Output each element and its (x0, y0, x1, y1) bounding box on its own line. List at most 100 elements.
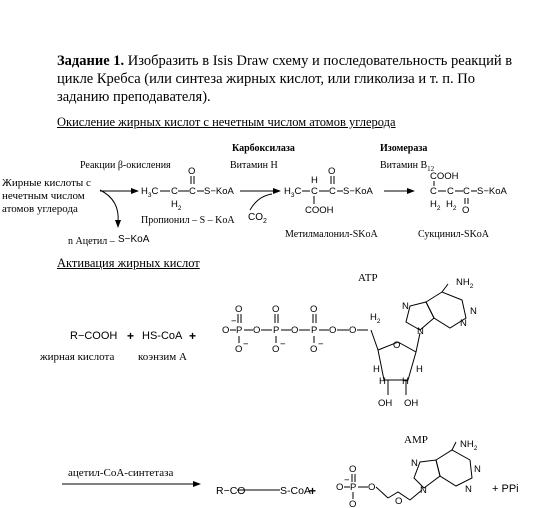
svg-text:H2: H2 (430, 199, 441, 212)
acetyl-label: n Ацетил – (68, 236, 115, 247)
svg-text:OH: OH (404, 398, 418, 409)
svg-text:C: C (463, 186, 470, 197)
svg-text:C: C (171, 186, 178, 197)
plus-sign-2: + (189, 329, 197, 343)
svg-text:C: C (430, 186, 437, 197)
svg-text:S−KoA: S−KoA (204, 186, 235, 197)
section-heading-activation: Активация жирных кислот (57, 256, 200, 270)
acetyl-skoa: S−KoA (118, 234, 150, 245)
atp-structure: O − P O O − O P O O − O P O O − O O H2 (222, 277, 477, 409)
svg-text:H2: H2 (370, 312, 381, 325)
svg-text:N: N (460, 318, 467, 329)
plus-sign-3: + (309, 484, 317, 498)
svg-text:O: O (310, 304, 317, 315)
svg-text:H2: H2 (446, 199, 457, 212)
synthetase-label: ацетил-СоА-синтетаза (68, 467, 174, 479)
scoa-formula: S-CoA (280, 485, 311, 497)
svg-text:O: O (328, 166, 335, 177)
svg-text:O: O (368, 482, 375, 493)
svg-text:P: P (236, 325, 242, 336)
svg-text:C: C (329, 186, 336, 197)
hscoa-formula: HS-CoA (142, 330, 183, 342)
svg-text:−: − (318, 339, 324, 350)
svg-text:H: H (379, 376, 386, 387)
svg-text:N: N (420, 485, 427, 496)
task-text: Изобразить в Isis Draw схему и последова… (57, 53, 513, 105)
svg-text:−: − (231, 316, 237, 327)
methylmalonyl-label: Метилмалонил-SKoA (285, 229, 378, 240)
section-heading-oxidation: Окисление жирных кислот с нечетным число… (57, 115, 396, 129)
task-paragraph: Задание 1. Изобразить в Isis Draw схему … (57, 52, 517, 106)
svg-text:O: O (393, 340, 400, 351)
svg-text:O: O (395, 496, 402, 507)
svg-text:P: P (350, 482, 356, 493)
propionyl-structure: H3C C H2 C O S−KoA (141, 166, 235, 212)
amp-label: AMP (404, 434, 428, 446)
svg-text:S−KoA: S−KoA (343, 186, 374, 197)
plus-sign-1: + (127, 329, 135, 343)
svg-text:C: C (311, 186, 318, 197)
beta-oxidation-arrow (99, 189, 119, 223)
svg-text:O: O (329, 325, 336, 336)
svg-text:H3C: H3C (284, 186, 302, 199)
arrow-head-2 (273, 188, 281, 194)
succinyl-structure: COOH C C C H2 H2 O S−KoA (430, 171, 508, 216)
co2-arrow (249, 193, 273, 211)
svg-text:O: O (462, 205, 469, 216)
svg-text:H3C: H3C (141, 186, 159, 199)
svg-text:N: N (411, 458, 418, 469)
svg-text:−: − (280, 339, 286, 350)
svg-text:O: O (291, 325, 298, 336)
rcooh-formula: R−COOH (70, 330, 118, 342)
svg-text:O: O (310, 344, 317, 355)
arrow-head-1 (131, 188, 139, 194)
beta-oxidation-label: Реакции β-окисления (80, 160, 171, 171)
succinyl-label: Сукцинил-SKoA (418, 229, 490, 240)
svg-text:H: H (311, 175, 318, 186)
svg-text:O: O (272, 344, 279, 355)
co2-label: CO2 (248, 212, 267, 225)
task-label: Задание 1. (57, 53, 125, 69)
vitamin-b12-label: Витамин B12 (380, 160, 435, 173)
atp-label: ATP (358, 272, 378, 284)
svg-text:H: H (373, 364, 380, 375)
svg-text:COOH: COOH (430, 171, 459, 182)
svg-text:C: C (447, 186, 454, 197)
enzyme-carboxylase: Карбоксилаза (232, 143, 295, 154)
svg-text:−: − (344, 475, 350, 486)
svg-text:O: O (349, 325, 356, 336)
svg-text:OH: OH (378, 398, 392, 409)
arrow-head-4 (193, 481, 201, 487)
svg-text:S−KoA: S−KoA (477, 186, 508, 197)
svg-text:O: O (222, 325, 229, 336)
svg-text:O: O (235, 344, 242, 355)
svg-text:O: O (235, 304, 242, 315)
svg-text:NH2: NH2 (456, 277, 474, 290)
svg-text:O: O (253, 325, 260, 336)
vitamin-h-label: Витамин Н (230, 160, 278, 171)
svg-text:−: − (243, 339, 249, 350)
svg-text:O: O (272, 304, 279, 315)
ppi-label: + PPi (492, 483, 519, 495)
svg-text:N: N (402, 301, 409, 312)
svg-text:O: O (349, 464, 356, 475)
svg-text:P: P (273, 325, 279, 336)
fatty-acid-caption: жирная кислота (40, 351, 115, 363)
svg-text:H: H (416, 364, 423, 375)
svg-text:N: N (417, 326, 424, 337)
coenzyme-caption: коэнзим А (138, 351, 187, 363)
svg-text:O: O (336, 482, 343, 493)
fatty-acids-label: Жирные кислоты с нечетным числом атомов … (2, 177, 91, 215)
svg-text:C: C (189, 186, 196, 197)
svg-text:COOH: COOH (305, 205, 334, 216)
svg-text:H2: H2 (171, 199, 182, 212)
methylmalonyl-structure: H3C C H COOH C O S−KoA (284, 166, 374, 216)
rco-formula: R−CO (216, 485, 246, 497)
svg-text:N: N (474, 464, 481, 475)
svg-text:N: N (465, 484, 472, 495)
svg-text:NH2: NH2 (460, 439, 478, 452)
arrow-head-3 (407, 188, 415, 194)
svg-text:O: O (188, 166, 195, 177)
amp-structure: P O O − O O O N N N N NH2 (336, 439, 481, 508)
